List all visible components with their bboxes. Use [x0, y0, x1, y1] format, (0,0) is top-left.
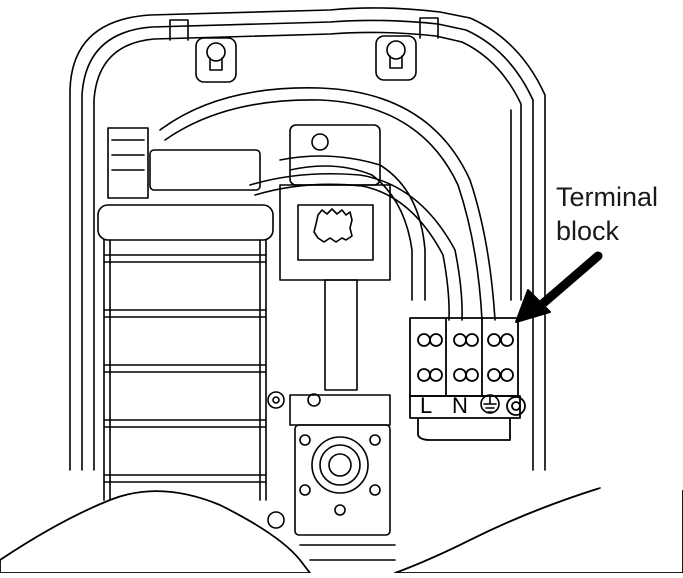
earth-terminal: [480, 394, 500, 414]
flow-switch: [279, 184, 391, 391]
heater-tank: [97, 204, 274, 501]
neutral-label: N: [452, 393, 468, 418]
keyhole-mount-left: [195, 37, 237, 83]
cables: [159, 87, 496, 321]
front-cover-edge: [0, 490, 311, 574]
terminal-block-callout: Terminal block: [556, 180, 658, 248]
terminal-block: [409, 317, 526, 441]
valve-assembly: [267, 391, 391, 536]
live-label: L: [420, 393, 432, 418]
callout-arrow: [515, 251, 603, 323]
casing-outline: [69, 7, 546, 471]
callout-line-2: block: [556, 216, 620, 246]
casing-inner-outline: [81, 19, 534, 471]
control-board: [107, 124, 381, 199]
callout-line-1: Terminal: [556, 182, 659, 212]
keyhole-mount-right: [375, 35, 417, 81]
